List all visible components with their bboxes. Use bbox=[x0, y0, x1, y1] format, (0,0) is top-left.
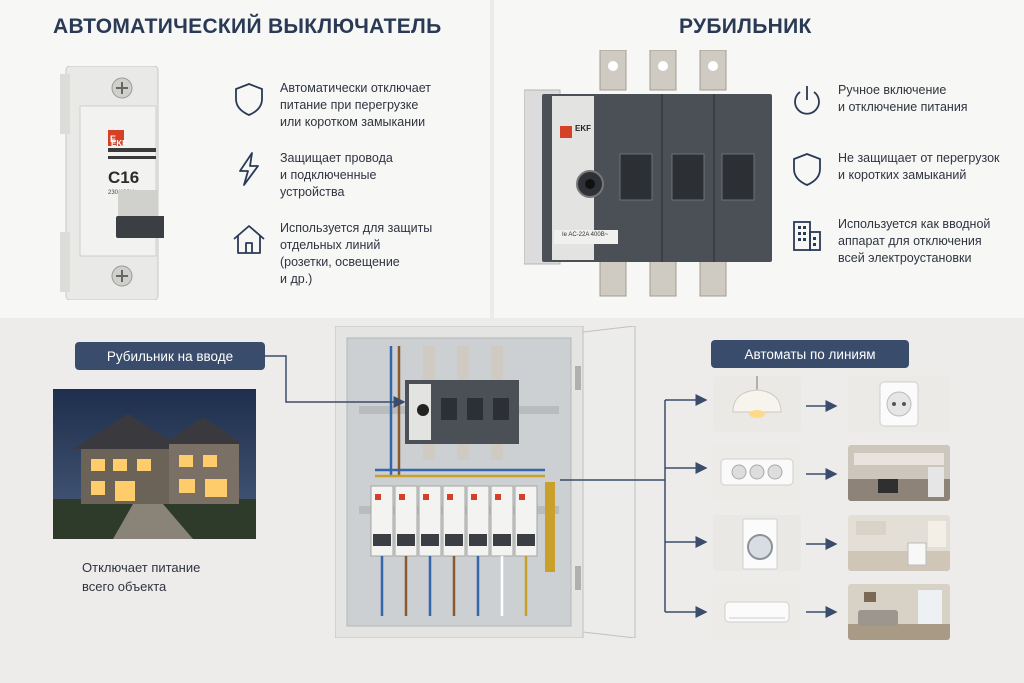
breaker-feature-text: Защищает провода и подключенные устройст… bbox=[280, 151, 393, 199]
switch-title: РУБИЛЬНИК bbox=[679, 15, 812, 38]
living-room-photo bbox=[848, 584, 950, 640]
switch-feature-2: Не защищает от перегрузок и коротких зам… bbox=[788, 150, 1000, 188]
air-conditioner-photo bbox=[713, 584, 801, 640]
breaker-feature-2: Защищает провода и подключенные устройст… bbox=[230, 150, 393, 201]
switch-feature-1: Ручное включение и отключение питания bbox=[788, 82, 968, 120]
switch-tag: Рубильник на вводе bbox=[75, 342, 265, 370]
breaker-rating: C16 bbox=[108, 168, 139, 187]
breakers-tag: Автоматы по линиям bbox=[711, 340, 909, 368]
switch-feature-text: Используется как вводной аппарат для отк… bbox=[838, 217, 991, 265]
house-photo bbox=[53, 389, 256, 539]
laundry-room-photo bbox=[848, 515, 950, 571]
switch-disconnector-image bbox=[524, 50, 772, 297]
breaker-feature-3: Используется для защиты отдельных линий … bbox=[230, 220, 432, 288]
lamp-icon bbox=[713, 376, 801, 432]
power-strip-photo bbox=[713, 445, 801, 501]
breaker-feature-1: Автоматически отключает питание при пере… bbox=[230, 80, 431, 131]
washing-machine-photo bbox=[713, 515, 801, 571]
shield-icon bbox=[235, 83, 263, 116]
electrical-cabinet-image bbox=[335, 326, 636, 638]
lightning-icon bbox=[239, 152, 259, 186]
scheme-caption: Отключает питание всего объекта bbox=[82, 560, 201, 594]
panel-divider bbox=[490, 0, 494, 318]
switch-feature-3: Используется как вводной аппарат для отк… bbox=[788, 216, 990, 267]
breaker-title: АВТОМАТИЧЕСКИЙ ВЫКЛЮЧАТЕЛЬ bbox=[53, 15, 442, 38]
switch-feature-text: Не защищает от перегрузок и коротких зам… bbox=[838, 151, 1000, 182]
kitchen-photo bbox=[848, 445, 950, 501]
circuit-breaker-image: E C16 230/400V bbox=[60, 66, 164, 300]
switch-brand: EKF bbox=[575, 124, 591, 133]
switch-label: Ie AC-22A 400В~ bbox=[562, 232, 609, 238]
shield-icon bbox=[793, 153, 821, 186]
breaker-brand: EKF bbox=[111, 139, 127, 148]
socket-photo bbox=[848, 376, 950, 432]
building-icon bbox=[793, 221, 821, 251]
breaker-feature-text: Используется для защиты отдельных линий … bbox=[280, 221, 433, 286]
power-icon bbox=[794, 86, 820, 115]
switch-feature-text: Ручное включение и отключение питания bbox=[838, 83, 968, 114]
breaker-feature-text: Автоматически отключает питание при пере… bbox=[280, 81, 431, 129]
svg-text:E: E bbox=[110, 134, 116, 144]
house-icon bbox=[233, 225, 265, 254]
